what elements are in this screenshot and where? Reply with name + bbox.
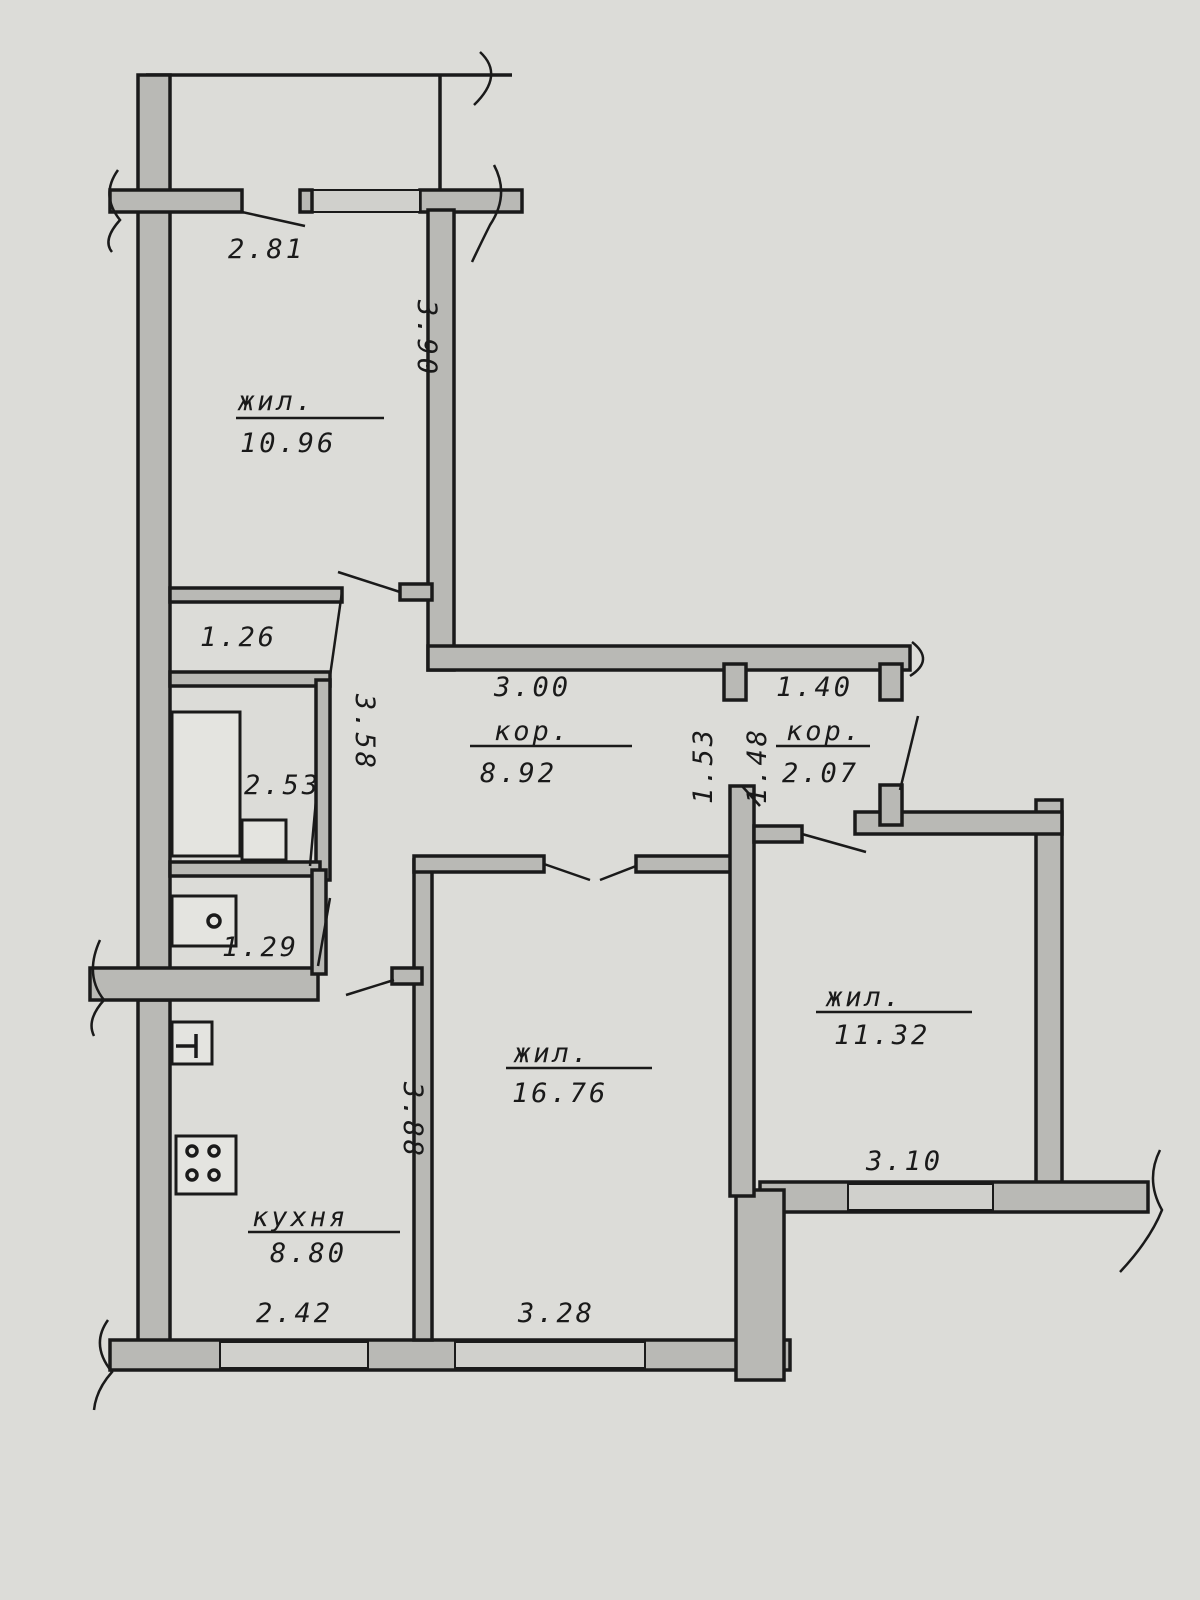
- living-width: 3.28: [517, 1298, 595, 1329]
- bedroom-right-width: 3.10: [865, 1146, 943, 1177]
- wall-living-right: [728, 784, 756, 1198]
- toilet-icon: [170, 894, 238, 948]
- wall-right-room-right: [1034, 798, 1064, 1192]
- bathtub-icon: [170, 710, 242, 858]
- door-bedroom-top-balcony: [241, 210, 306, 228]
- wall-right-room-top: [853, 810, 1064, 836]
- bedroom-top-width: 2.81: [228, 234, 305, 265]
- bedroom-top-depth: 3.90: [411, 299, 442, 377]
- wall-living-top-a: [412, 854, 546, 874]
- bedroom-right-name: жил.: [825, 982, 903, 1013]
- living-area: 16.76: [512, 1078, 608, 1109]
- bedroom-right-area: 11.32: [834, 1020, 930, 1051]
- living-name: жил.: [513, 1038, 591, 1069]
- wall-corridor-top: [426, 644, 912, 672]
- window-bedroom-right: [847, 1183, 994, 1211]
- toilet-area: 1.29: [222, 932, 299, 963]
- window-bedroom-top: [309, 189, 421, 213]
- wall-storage-bottom: [168, 670, 332, 688]
- wall-bottom-right-step: [734, 1188, 786, 1382]
- bath-depth: 3.58: [349, 693, 380, 771]
- corridor-small-width: 1.40: [776, 672, 853, 703]
- window-living: [454, 1341, 646, 1369]
- corridor-small-area: 2.07: [782, 758, 859, 789]
- door-toilet: [316, 897, 332, 967]
- wall-right-room-top-left: [752, 824, 804, 844]
- corridor-small-depth: 1.53: [688, 727, 719, 804]
- stove-icon: [174, 1134, 238, 1196]
- break-marks: [90, 164, 1164, 1411]
- sink-icon: [240, 818, 288, 862]
- wall-bottom: [108, 1338, 792, 1372]
- door-storage: [328, 591, 344, 677]
- wall-corridor-stub-b: [878, 662, 904, 702]
- bath-area: 2.53: [244, 770, 321, 801]
- bedroom-top-area: 10.96: [240, 428, 336, 459]
- window-kitchen: [219, 1341, 369, 1369]
- kitchen-width: 2.42: [256, 1298, 333, 1329]
- exterior-walls: [88, 73, 1150, 1382]
- door-right-room: [801, 832, 867, 854]
- corridor-main-width: 3.00: [493, 672, 571, 703]
- wall-between-win: [298, 188, 314, 214]
- corridor-small-name: кор.: [786, 716, 863, 747]
- kitchen-name: кухня: [252, 1202, 348, 1233]
- corridor-main-area: 8.92: [480, 758, 557, 789]
- balcony: [146, 51, 512, 190]
- door-living-left: [543, 862, 591, 882]
- wall-storage-top: [168, 586, 344, 604]
- wall-living-top-b: [634, 854, 734, 874]
- wall-bath-bottom: [168, 860, 322, 878]
- door-bath: [308, 799, 318, 867]
- storage-area: 1.26: [200, 622, 277, 653]
- wall-kitchen-top: [88, 966, 320, 1002]
- door-bedroom-top: [337, 570, 401, 594]
- kitchen-area: 8.80: [270, 1238, 347, 1269]
- kitchen-sink-icon: [170, 1020, 214, 1066]
- kitchen-depth: 3.88: [397, 1081, 428, 1159]
- interior-walls: [168, 582, 804, 1342]
- doors: [241, 210, 920, 997]
- corridor-small-depth2: 1.48: [742, 727, 773, 804]
- wall-left-top: [136, 73, 172, 972]
- wall-top-left: [108, 188, 244, 214]
- wall-corridor-stub-a: [722, 662, 748, 702]
- fixtures: [170, 710, 288, 1196]
- wall-bedroom-door-jamb: [398, 582, 434, 602]
- door-closet: [898, 715, 920, 791]
- bedroom-top-name: жил.: [237, 386, 315, 417]
- wall-right-room-stub: [878, 783, 904, 827]
- wall-kitchen-door-jamb: [390, 966, 424, 986]
- wall-left-bottom: [136, 998, 172, 1344]
- door-corridor-small: [741, 785, 761, 807]
- labels: 2.81 3.90 жил. 10.96 1.26 2.53 3.58 1.29…: [200, 234, 972, 1329]
- door-kitchen: [345, 978, 395, 997]
- corridor-main-name: кор.: [494, 716, 571, 747]
- door-living-right: [599, 864, 637, 882]
